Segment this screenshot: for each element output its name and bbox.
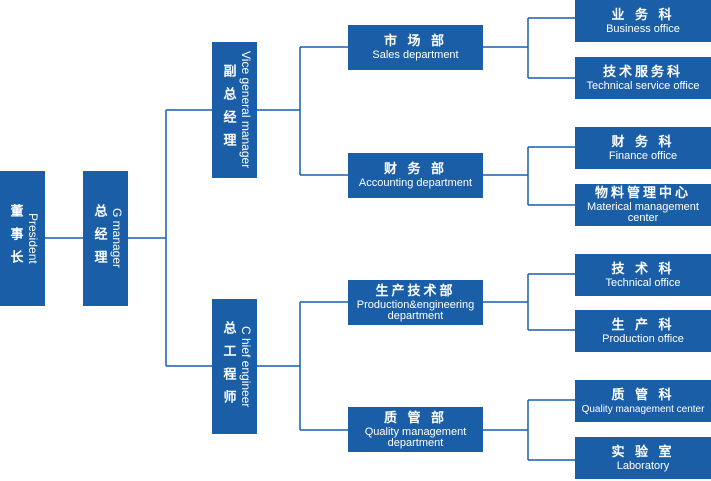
general-manager-node: 总经理 G manager [83,171,128,306]
office-laboratory-en-label: Laboratory [616,459,670,472]
office-laboratory-zh-label: 实 验 室 [611,444,675,460]
office-technical-en-label: Technical office [605,276,681,289]
president-node: 董事长 President [0,171,45,306]
office-quality-management-center-zh-label: 质 管 科 [611,387,675,403]
dept-production-engineering-zh-label: 生产技术部 [375,283,456,299]
office-material-management-center-en-label-2: center [627,212,659,224]
office-production-zh-label: 生 产 科 [611,317,675,333]
office-production: 生 产 科 Production office [575,310,711,352]
office-material-management-center-en-label: Materical management [587,201,699,213]
office-finance: 财 务 科 Finance office [575,127,711,169]
dept-quality-management-zh-label: 质 管 部 [383,410,448,426]
vice-general-manager-node: 副总经理 Vice general manager [212,42,257,178]
dept-sales-en-label: Sales department [372,49,459,61]
office-technical-service: 技术服务科 Technical service office [575,57,711,99]
dept-sales-zh-label: 市 场 部 [383,34,448,49]
general-manager-en-label: G manager [110,208,124,269]
dept-accounting-en-label: Accounting department [358,177,473,189]
office-business-en-label: Business office [606,22,680,35]
president-zh-label: 董事长 [7,204,23,273]
office-finance-zh-label: 财 务 科 [611,134,675,150]
office-production-en-label: Production office [602,332,684,345]
vice-general-manager-zh-label: 副总经理 [220,64,236,156]
dept-production-engineering: 生产技术部 Production&engineering department [348,280,483,325]
president-en-label: President [26,213,40,264]
office-technical-zh-label: 技 术 科 [611,261,675,277]
office-material-management-center: 物料管理中心 Materical management center [575,184,711,226]
chief-engineer-zh-label: 总工程师 [220,320,236,413]
office-technical: 技 术 科 Technical office [575,254,711,296]
office-business: 业 务 科 Business office [575,0,711,42]
office-material-management-center-zh-label: 物料管理中心 [594,186,691,201]
office-finance-en-label: Finance office [608,149,678,162]
dept-quality-management-en-label: Quality management [364,425,467,438]
office-quality-management-center: 质 管 科 Quality management center [575,380,711,422]
office-technical-service-en-label: Technical service office [586,79,700,92]
dept-production-engineering-en-label-2: department [387,309,444,322]
general-manager-zh-label: 总经理 [91,204,107,273]
dept-sales: 市 场 部 Sales department [348,25,483,70]
chief-engineer-en-label: C hief engineer [239,325,253,408]
dept-accounting-zh-label: 财 务 部 [383,162,448,177]
office-business-zh-label: 业 务 科 [611,7,675,23]
vice-general-manager-en-label: Vice general manager [239,51,253,169]
office-quality-management-center-en-label: Quality management center [581,403,705,415]
dept-accounting: 财 务 部 Accounting department [348,153,483,198]
office-laboratory: 实 验 室 Laboratory [575,437,711,479]
office-technical-service-zh-label: 技术服务科 [602,64,683,80]
chief-engineer-node: 总工程师 C hief engineer [212,299,257,434]
dept-quality-management-en-label-2: department [387,436,444,449]
dept-quality-management: 质 管 部 Quality management department [348,407,483,452]
dept-production-engineering-en-label: Production&engineering [356,298,475,311]
